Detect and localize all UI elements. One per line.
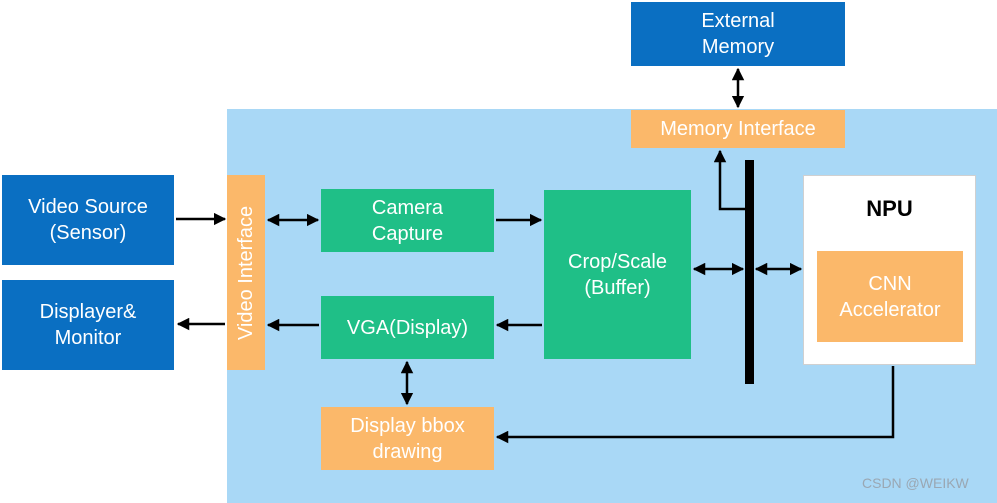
arrow-bus-to-memory-interface <box>713 149 745 211</box>
system-bus <box>745 160 754 384</box>
memory-interface-block: Memory Interface <box>631 110 845 148</box>
watermark: CSDN @WEIKW <box>862 475 969 491</box>
camera-capture-block: Camera Capture <box>321 189 494 252</box>
cnn-accelerator-block: CNN Accelerator <box>817 251 963 342</box>
vga-display-block: VGA(Display) <box>321 296 494 359</box>
displayer-monitor-block: Displayer& Monitor <box>2 280 174 370</box>
video-source-block: Video Source (Sensor) <box>2 175 174 265</box>
external-memory-block: External Memory <box>631 2 845 66</box>
npu-title: NPU <box>866 196 913 221</box>
arrow-npu-to-display-bbox <box>495 366 895 444</box>
display-bbox-drawing-block: Display bbox drawing <box>321 407 494 470</box>
crop-scale-block: Crop/Scale (Buffer) <box>544 190 691 359</box>
video-interface-block: Video Interface <box>227 175 265 370</box>
